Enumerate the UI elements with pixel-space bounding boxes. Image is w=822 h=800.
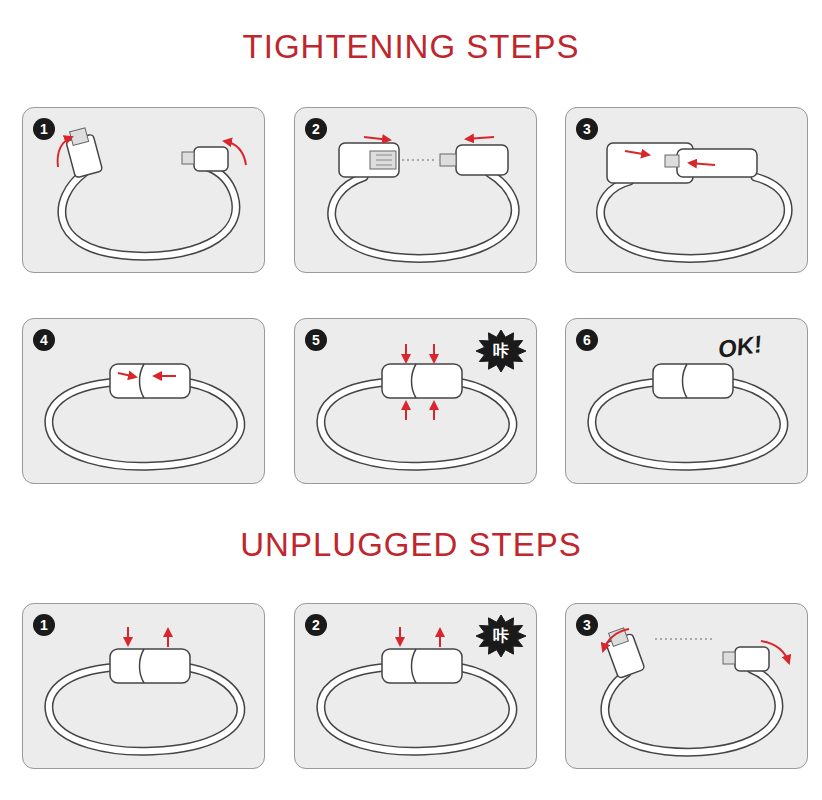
closed-bracelet-part: [382, 364, 462, 398]
closed-bracelet: [321, 344, 513, 466]
open-bracelet-part-part: [70, 128, 89, 146]
step-number: 2: [305, 118, 327, 140]
closed-bracelet-part: [118, 373, 136, 377]
closed-bracelet: [49, 364, 241, 466]
step-panel: 1: [22, 603, 265, 769]
sound-burst: 咔: [475, 329, 527, 373]
open-bracelet-part: [364, 137, 390, 140]
section-heading: TIGHTENING STEPS: [0, 28, 822, 66]
step-number: 3: [576, 118, 598, 140]
closed-bracelet-part: [382, 649, 462, 683]
closed-bracelet-part: [683, 364, 688, 398]
step-number: 4: [33, 329, 55, 351]
closed-bracelet-part: [439, 629, 441, 647]
open-bracelet-part: [466, 137, 494, 139]
closed-bracelet-part: [412, 649, 417, 683]
closed-bracelet-part: [653, 364, 733, 398]
closed-bracelet-part: [140, 364, 145, 398]
closed-bracelet-part: [167, 629, 169, 647]
step-panel: 3: [565, 107, 808, 273]
panel-grounds-part: [565, 318, 808, 484]
open-bracelet-part: [332, 173, 516, 258]
open-bracelet-part: [456, 145, 508, 175]
open-bracelet-part: [677, 149, 757, 177]
done-text: OK!: [716, 330, 763, 364]
closed-bracelet-part: [412, 364, 417, 398]
closed-bracelet-part: [399, 627, 401, 645]
section-heading: UNPLUGGED STEPS: [0, 526, 822, 564]
closed-bracelet: [592, 364, 784, 466]
open-bracelet-part: [665, 155, 679, 167]
step-panel: 1: [22, 107, 265, 273]
open-bracelet-part: [605, 669, 779, 752]
sound-burst: 咔: [475, 614, 527, 658]
step-number: 2: [305, 614, 327, 636]
open-bracelet-part: [689, 163, 715, 165]
open-bracelet-part: [603, 629, 629, 651]
open-bracelet-part: [64, 126, 103, 178]
open-bracelet-part: [402, 160, 436, 161]
closed-bracelet: [49, 627, 241, 751]
open-bracelet-part: [370, 151, 396, 169]
open-bracelet-part: [332, 173, 516, 258]
step-panel: 2: [294, 107, 537, 273]
closed-bracelet-part: [127, 627, 129, 645]
open-bracelet-part: [224, 141, 246, 165]
open-bracelet-part: [625, 151, 649, 155]
closed-bracelet-part: [405, 402, 407, 420]
burst-outline: [476, 330, 526, 372]
step-panel: 4: [22, 318, 265, 484]
sound-text: 咔: [493, 626, 509, 647]
open-bracelet-part: [58, 137, 72, 167]
open-bracelet-part: [723, 652, 735, 664]
open-bracelet: [332, 137, 516, 258]
open-bracelet-part: [605, 669, 779, 752]
panel-grounds: [22, 107, 808, 769]
panel-grounds-part: [22, 318, 265, 484]
step-panel: 6 OK!: [565, 318, 808, 484]
open-bracelet-part: [601, 177, 789, 258]
closed-bracelet-part: [154, 375, 176, 377]
step-number: 1: [33, 614, 55, 636]
step-panel: 3: [565, 603, 808, 769]
panel-grounds-part: [294, 318, 537, 484]
open-bracelet-part: [194, 147, 228, 171]
open-bracelet-part: [655, 639, 715, 640]
open-bracelet: [603, 626, 789, 752]
open-bracelet-part: [376, 155, 392, 165]
panel-grounds-part: [294, 107, 537, 273]
step-number: 3: [576, 614, 598, 636]
panel-grounds-part: [294, 603, 537, 769]
step-number: 1: [33, 118, 55, 140]
open-bracelet-part: [601, 177, 789, 258]
closed-bracelet-part: [110, 649, 190, 683]
panel-grounds-part: [22, 603, 265, 769]
closed-bracelet-part: [405, 344, 407, 362]
closed-bracelet-part: [140, 649, 145, 683]
open-bracelet-part: [62, 167, 236, 256]
open-bracelet-part: [182, 152, 194, 164]
open-bracelet-part: [440, 154, 456, 166]
burst-outline: [476, 615, 526, 657]
closed-bracelet-part: [110, 364, 190, 398]
step-panel: 5咔: [294, 318, 537, 484]
open-bracelet-part: [603, 626, 645, 679]
panel-grounds-part: [565, 107, 808, 273]
closed-bracelet-part: [433, 402, 435, 420]
closed-bracelet-part: [433, 344, 435, 362]
sound-text: 咔: [493, 341, 509, 362]
step-panel: 2咔: [294, 603, 537, 769]
open-bracelet: [58, 126, 246, 256]
open-bracelet-part: [339, 143, 399, 177]
panel-grounds-part: [565, 603, 808, 769]
open-bracelet: [601, 143, 789, 258]
open-bracelet-part: [735, 647, 769, 671]
open-bracelet-part: [62, 167, 236, 256]
panel-grounds-part: [22, 107, 265, 273]
step-number: 6: [576, 329, 598, 351]
open-bracelet-part: [761, 641, 789, 663]
step-number: 5: [305, 329, 327, 351]
